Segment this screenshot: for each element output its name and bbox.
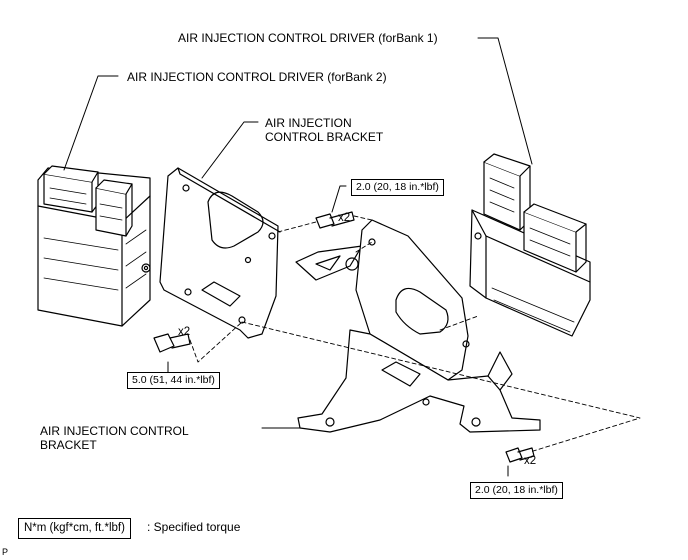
- lower-bracket-illustration: [295, 219, 541, 433]
- lower-right-bolt-torque: 2.0 (20, 18 in.*lbf): [470, 482, 563, 499]
- left-bolt-torque: 5.0 (51, 44 in.*lbf): [127, 372, 220, 389]
- torque-unit-legend-text: : Specified torque: [147, 520, 241, 534]
- alignment-lines: [189, 215, 641, 453]
- corner-mark: P: [2, 547, 9, 557]
- lower-bracket-label-line2: BRACKET: [40, 438, 97, 452]
- leader-lines: [63, 37, 533, 477]
- lower-bracket-label-line1: AIR INJECTION CONTROL: [40, 424, 189, 438]
- torque-unit-legend-box: N*m (kgf*cm, ft.*lbf): [18, 518, 131, 539]
- left-bolt-illustration: [153, 333, 191, 353]
- upper-bracket-label-line2: CONTROL BRACKET: [265, 130, 384, 144]
- upper-bolt-quantity: x2: [338, 212, 351, 224]
- driver-bank1-label: AIR INJECTION CONTROL DRIVER (forBank 1): [178, 31, 438, 45]
- upper-bolt-torque: 2.0 (20, 18 in.*lbf): [351, 179, 444, 196]
- upper-bracket-label-line1: AIR INJECTION: [265, 116, 352, 130]
- driver-bank2-illustration: [37, 165, 151, 327]
- upper-bracket-illustration: [159, 167, 281, 339]
- driver-bank2-label: AIR INJECTION CONTROL DRIVER (forBank 2): [127, 70, 387, 84]
- lower-right-bolt-quantity: x2: [524, 455, 537, 467]
- lower-right-bolt-illustration: [505, 447, 535, 463]
- upper-bolt-illustration: [315, 211, 355, 229]
- left-bolt-quantity: x2: [178, 326, 191, 338]
- driver-bank1-illustration: [469, 153, 591, 337]
